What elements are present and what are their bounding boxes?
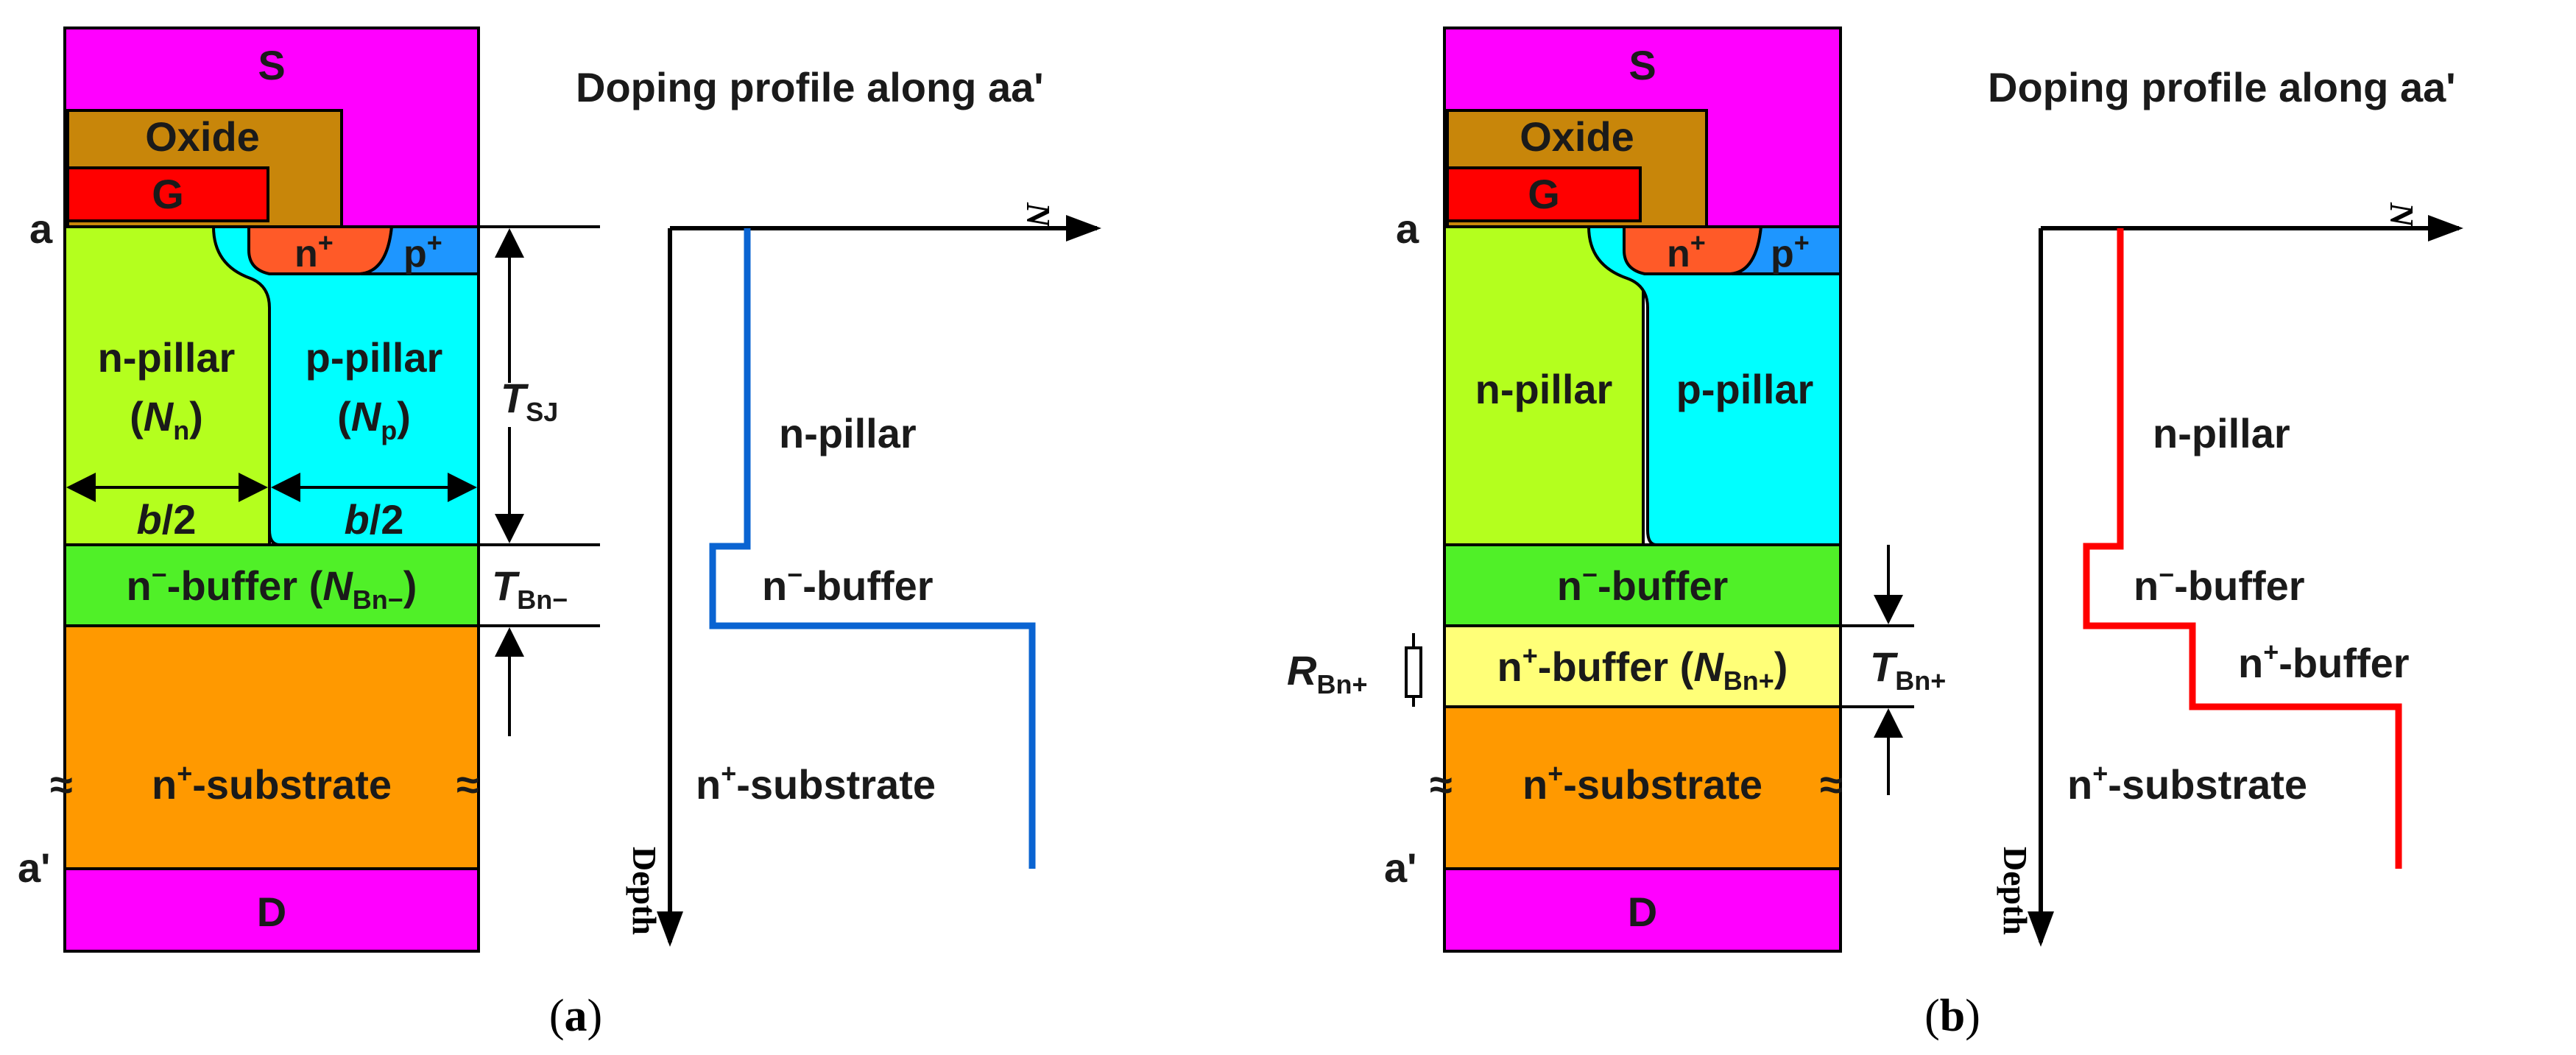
source-label-b: S: [1628, 42, 1656, 88]
drain-label: D: [257, 889, 286, 935]
profile-b-n-axis-label: N: [2383, 202, 2421, 228]
substrate-region-b: [1443, 705, 1842, 870]
break-mark-left: ≈: [50, 761, 73, 808]
substrate-label: n+-substrate: [152, 758, 392, 808]
p-plus-label: p+: [403, 227, 442, 275]
n-pillar-label-b: n-pillar: [1475, 366, 1613, 412]
profile-b-substrate-label: n+-substrate: [2067, 758, 2307, 808]
break-mark-left-b: ≈: [1430, 761, 1453, 808]
profile-a-title: Doping profile along aa': [576, 64, 1044, 110]
source-label: S: [258, 42, 285, 88]
n-plus-label-b: n+: [1667, 227, 1706, 275]
substrate-label-b: n+-substrate: [1522, 758, 1762, 808]
n-pillar-region-b: [1443, 225, 1645, 546]
drain-label-b: D: [1628, 889, 1657, 935]
p-plus-region-b: [1731, 225, 1842, 275]
caption-b: (b): [1924, 991, 1980, 1041]
n-plus-buffer-label: n+-buffer (NBn+): [1497, 641, 1788, 696]
n-pillar-width-label: b/2: [137, 496, 197, 543]
profile-b-n-pillar-label: n-pillar: [2153, 410, 2290, 456]
oxide-label-b: Oxide: [1520, 113, 1634, 160]
profile-a-depth-axis-label: Depth: [626, 847, 663, 935]
profile-a-buffer-label: n−-buffer: [762, 560, 934, 609]
n-minus-buffer-label: n−-buffer (NBn−): [127, 560, 417, 615]
n-plus-buffer-region: [1443, 624, 1842, 708]
gate-label: G: [152, 171, 184, 217]
p-pillar-label: p-pillar: [306, 334, 443, 381]
n-minus-buffer-label-b: n−-buffer: [1557, 560, 1729, 609]
profile-a-n-pillar-label: n-pillar: [779, 410, 917, 456]
n-minus-buffer-region: [63, 543, 480, 627]
p-pillar-width-label: b/2: [345, 496, 404, 543]
panel-b-profile: Doping profile along aa' N Depth n-pilla…: [1988, 64, 2463, 947]
tbn-plus-label: TBn+: [1870, 643, 1946, 696]
resistor-label: RBn+: [1287, 647, 1367, 699]
panel-b-device: S Oxide G a n+ p+ n-pillar p-pillar n−-b…: [1287, 27, 1946, 953]
gate-region-b: [1446, 166, 1642, 222]
panel-a-profile: Doping profile along aa' N Depth n-pilla…: [576, 64, 1101, 947]
profile-b-title: Doping profile along aa': [1988, 64, 2456, 110]
a-prime-marker-label: a': [18, 844, 50, 891]
profile-b-depth-axis-label: Depth: [1997, 847, 2034, 935]
profile-a-substrate-label: n+-substrate: [696, 758, 936, 808]
gate-label-b: G: [1528, 171, 1560, 217]
tbn-label: TBn−: [492, 562, 568, 615]
profile-a-n-axis-label: N: [1020, 202, 1057, 228]
p-plus-region: [360, 225, 480, 275]
drain-region: [63, 867, 480, 953]
a-marker-label: a: [29, 205, 53, 252]
panel-a-device: S Oxide G a n+ p+ n-pillar (Nn) p-pillar…: [18, 27, 600, 953]
n-pillar-region: [63, 225, 271, 546]
break-mark-right-b: ≈: [1820, 761, 1843, 808]
a-marker-label-b: a: [1396, 205, 1419, 252]
profile-b-curve: [2083, 228, 2402, 869]
gate-region: [66, 166, 269, 222]
oxide-label: Oxide: [145, 113, 260, 160]
resistor-symbol: [1405, 646, 1422, 698]
p-pillar-label-b: p-pillar: [1676, 366, 1814, 412]
a-prime-marker-label-b: a': [1384, 844, 1416, 891]
break-mark-right: ≈: [456, 761, 479, 808]
tsj-label: TSJ: [501, 375, 558, 427]
n-pillar-concentration: (Nn): [130, 393, 203, 445]
p-pillar-concentration: (Np): [337, 393, 411, 445]
caption-a: (a): [549, 991, 602, 1041]
n-plus-label: n+: [294, 227, 334, 275]
profile-a-curve: [709, 228, 1036, 869]
n-pillar-label: n-pillar: [98, 334, 236, 381]
p-plus-label-b: p+: [1771, 227, 1810, 275]
drain-region-b: [1443, 867, 1842, 953]
substrate-region: [63, 624, 480, 870]
profile-b-buffer-plus-label: n+-buffer: [2238, 637, 2410, 686]
profile-b-buffer-minus-label: n−-buffer: [2134, 560, 2305, 609]
